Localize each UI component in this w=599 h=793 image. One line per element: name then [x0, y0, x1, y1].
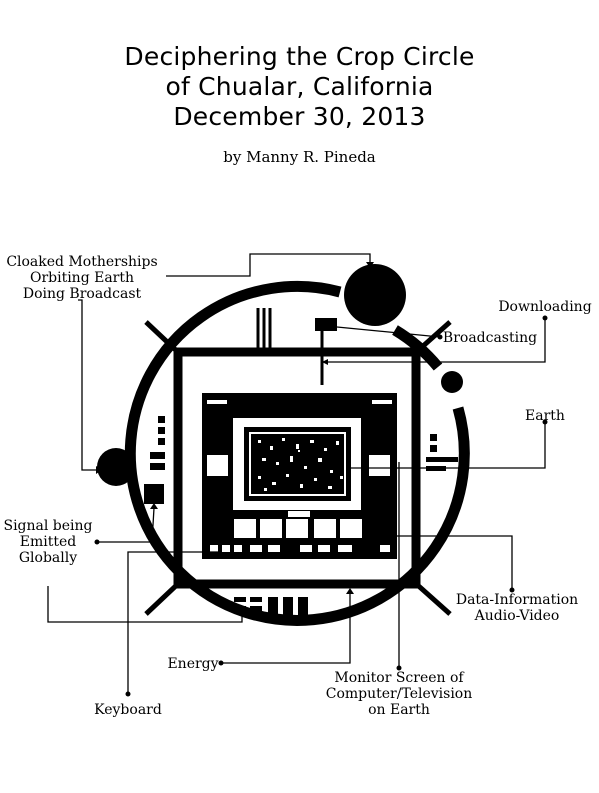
- broadcast-box: [315, 318, 337, 331]
- label-broadcasting: Broadcasting: [443, 330, 537, 346]
- keyboard-keys: [210, 519, 390, 552]
- label-energy: Energy: [167, 656, 218, 672]
- label-signal-2: Emitted: [20, 534, 77, 550]
- label-monitor-2: Computer/Television: [326, 686, 473, 702]
- left-planet: [97, 448, 135, 486]
- label-signal-3: Globally: [19, 550, 77, 566]
- byline: by Manny R. Pineda: [223, 148, 376, 166]
- screen-pixels: [258, 438, 343, 491]
- label-monitor-1: Monitor Screen of: [334, 670, 465, 686]
- monitor-screen: [244, 427, 351, 501]
- leader-arrows: [96, 262, 374, 614]
- label-data-info-1: Data-Information: [456, 592, 578, 608]
- title-line-3: December 30, 2013: [173, 102, 426, 131]
- label-downloading: Downloading: [498, 299, 591, 315]
- label-signal-1: Signal being: [3, 518, 92, 534]
- label-data-info-2: Audio-Video: [474, 608, 560, 624]
- label-motherships-2: Orbiting Earth: [30, 270, 134, 286]
- outer-ring-arc-top: [392, 325, 443, 371]
- label-earth: Earth: [525, 408, 565, 424]
- label-motherships-1: Cloaked Motherships: [6, 254, 157, 270]
- label-motherships-3: Doing Broadcast: [23, 286, 142, 302]
- leader-dots: [94, 315, 548, 697]
- title-line-2: of Chualar, California: [165, 72, 434, 101]
- label-monitor-3: on Earth: [368, 702, 430, 718]
- title-line-1: Deciphering the Crop Circle: [124, 42, 475, 71]
- label-keyboard: Keyboard: [94, 702, 162, 718]
- leader-lines: [47, 253, 546, 694]
- mothership-planet: [344, 264, 406, 326]
- earth-planet: [441, 371, 463, 393]
